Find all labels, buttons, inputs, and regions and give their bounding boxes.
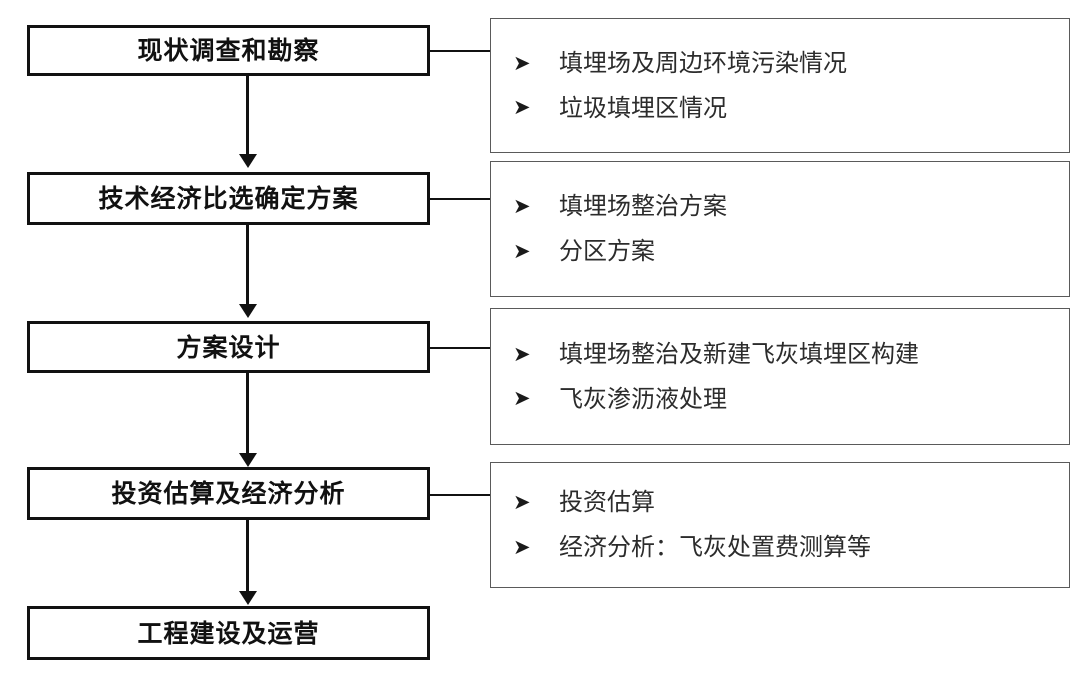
- bullet-arrow-icon: ➤: [513, 238, 531, 263]
- detail-panel-2: ➤ 填埋场整治方案 ➤ 分区方案: [490, 161, 1070, 297]
- detail-item: ➤ 填埋场整治方案: [513, 193, 1069, 220]
- detail-item-label: 飞灰渗沥液处理: [559, 384, 727, 413]
- arrow-head-2-to-3: [239, 304, 257, 318]
- bullet-arrow-icon: ➤: [513, 386, 531, 411]
- arrow-head-1-to-2: [239, 154, 257, 168]
- detail-item: ➤ 投资估算: [513, 489, 1069, 516]
- detail-item-label: 垃圾填埋区情况: [559, 93, 727, 122]
- bullet-arrow-icon: ➤: [513, 534, 531, 559]
- connector-stage-1-to-panel-1: [430, 50, 490, 52]
- detail-panel-1: ➤ 填埋场及周边环境污染情况 ➤ 垃圾填埋区情况: [490, 18, 1070, 153]
- arrow-head-3-to-4: [239, 453, 257, 467]
- arrow-head-4-to-5: [239, 591, 257, 605]
- detail-item-label: 经济分析：飞灰处置费测算等: [559, 533, 871, 561]
- bullet-arrow-icon: ➤: [513, 50, 531, 75]
- arrow-shaft-3-to-4: [246, 373, 249, 455]
- stage-box-5[interactable]: 工程建设及运营: [27, 606, 430, 660]
- detail-item-label: 投资估算: [559, 488, 655, 517]
- stage-label-5: 工程建设及运营: [137, 618, 320, 648]
- detail-item: ➤ 垃圾填埋区情况: [513, 93, 1069, 122]
- bullet-arrow-icon: ➤: [513, 341, 531, 366]
- stage-label-3: 方案设计: [176, 332, 281, 362]
- connector-stage-2-to-panel-2: [430, 198, 490, 200]
- stage-label-1: 现状调查和勘察: [137, 36, 320, 65]
- arrow-shaft-4-to-5: [246, 520, 249, 593]
- bullet-arrow-icon: ➤: [513, 194, 531, 219]
- detail-item-label: 分区方案: [559, 237, 655, 265]
- bullet-arrow-icon: ➤: [513, 95, 531, 120]
- detail-item: ➤ 填埋场整治及新建飞灰填埋区构建: [513, 339, 1069, 368]
- arrow-shaft-2-to-3: [246, 225, 249, 306]
- stage-label-2: 技术经济比选确定方案: [98, 184, 359, 213]
- detail-item-label: 填埋场整治方案: [559, 192, 727, 221]
- detail-item: ➤ 分区方案: [513, 238, 1069, 265]
- stage-box-1[interactable]: 现状调查和勘察: [27, 25, 430, 76]
- stage-box-2[interactable]: 技术经济比选确定方案: [27, 172, 430, 225]
- connector-stage-3-to-panel-3: [430, 347, 490, 349]
- stage-box-4[interactable]: 投资估算及经济分析: [27, 467, 430, 520]
- detail-item-label: 填埋场整治及新建飞灰填埋区构建: [559, 339, 919, 368]
- arrow-shaft-1-to-2: [246, 76, 249, 156]
- detail-panel-3: ➤ 填埋场整治及新建飞灰填埋区构建 ➤ 飞灰渗沥液处理: [490, 308, 1070, 445]
- bullet-arrow-icon: ➤: [513, 490, 531, 515]
- detail-item: ➤ 填埋场及周边环境污染情况: [513, 48, 1069, 77]
- connector-stage-4-to-panel-4: [430, 494, 490, 496]
- stage-label-4: 投资估算及经济分析: [111, 479, 346, 508]
- stage-box-3[interactable]: 方案设计: [27, 321, 430, 373]
- detail-item: ➤ 经济分析：飞灰处置费测算等: [513, 534, 1069, 561]
- detail-panel-4: ➤ 投资估算 ➤ 经济分析：飞灰处置费测算等: [490, 462, 1070, 588]
- detail-item-label: 填埋场及周边环境污染情况: [559, 48, 847, 77]
- detail-item: ➤ 飞灰渗沥液处理: [513, 384, 1069, 413]
